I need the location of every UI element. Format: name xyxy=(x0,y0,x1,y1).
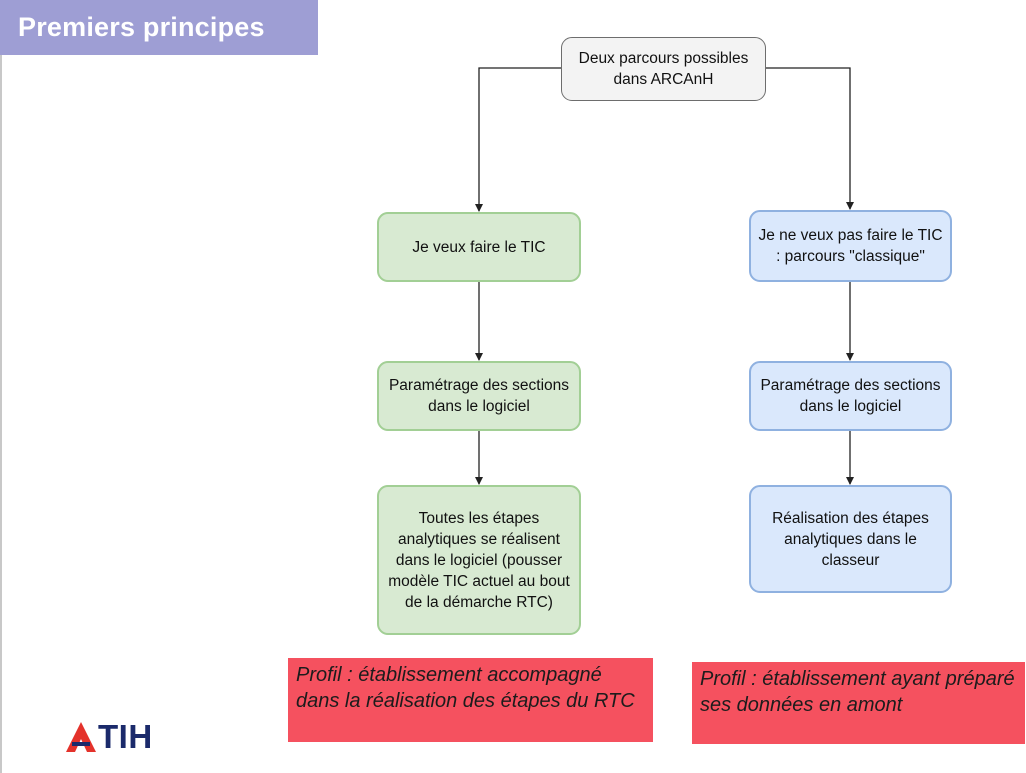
left-choice-label: Je veux faire le TIC xyxy=(412,238,546,256)
right-profile-box: Profil : établissement ayant préparé ses… xyxy=(692,662,1025,744)
right-steps-label: Réalisation des étapes analytiques dans … xyxy=(772,509,929,569)
left-profile-box: Profil : établissement accompagné dans l… xyxy=(288,658,653,742)
connector-root-to-right xyxy=(766,67,854,210)
left-setup-label: Paramétrage des sections dans le logicie… xyxy=(388,377,570,415)
title-bar: Premiers principes xyxy=(0,0,318,55)
right-choice-label: Je ne veux pas faire le TIC : parcours "… xyxy=(758,227,943,265)
left-divider xyxy=(0,55,2,773)
left-setup-node: Paramétrage des sections dans le logicie… xyxy=(377,361,581,431)
right-steps-node: Réalisation des étapes analytiques dans … xyxy=(749,485,952,593)
logo-wordmark: TIH xyxy=(98,718,153,755)
right-setup-node: Paramétrage des sections dans le logicie… xyxy=(749,361,952,431)
left-choice-node: Je veux faire le TIC xyxy=(377,212,581,282)
right-choice-node: Je ne veux pas faire le TIC : parcours "… xyxy=(749,210,952,282)
connector-root-to-left xyxy=(475,67,561,212)
atih-logo: TIH xyxy=(64,720,153,754)
left-profile-label: Profil : établissement accompagné dans l… xyxy=(296,664,635,712)
page-title: Premiers principes xyxy=(18,12,265,42)
root-node-label: Deux parcours possibles dans ARCAnH xyxy=(578,50,749,88)
left-steps-label: Toutes les étapes analytiques se réalise… xyxy=(388,509,570,611)
root-node: Deux parcours possibles dans ARCAnH xyxy=(561,37,766,101)
logo-a-mark-icon xyxy=(66,722,96,752)
left-steps-node: Toutes les étapes analytiques se réalise… xyxy=(377,485,581,635)
right-setup-label: Paramétrage des sections dans le logicie… xyxy=(760,377,941,415)
right-profile-label: Profil : établissement ayant préparé ses… xyxy=(700,668,1015,716)
